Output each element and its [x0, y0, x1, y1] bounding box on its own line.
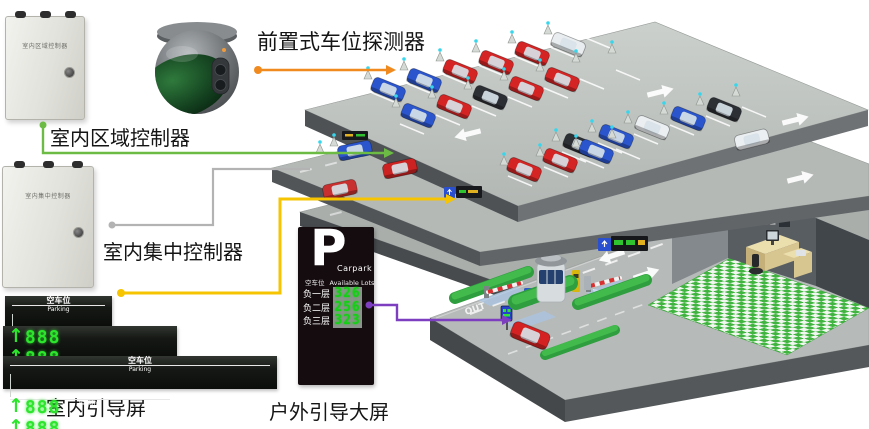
- label-area-controller: 室内区域控制器: [50, 126, 190, 150]
- vacancy-zone: 空车位 Parking: [10, 296, 107, 314]
- lock-icon: [73, 227, 84, 238]
- indoor-led-sign-large: 空车位 Parking ↑ 888 ↑ 888 ↑ 888 空车位 Parkin…: [3, 356, 277, 429]
- floor-row: 负二层 256: [303, 299, 362, 315]
- carpark-brand: Carpark: [337, 264, 373, 273]
- device-marking: 室内区域控制器: [22, 43, 68, 50]
- up-arrow-icon: ↑: [8, 325, 24, 347]
- up-arrow-icon: ↑: [8, 394, 24, 417]
- indoor-led-sign-medium: ↑ 888 ↑ 888 空车位 Parking: [3, 325, 177, 407]
- office-desk: [746, 230, 812, 278]
- count-group: ↑ 888: [8, 394, 272, 418]
- parking-detector-device: [155, 22, 239, 114]
- label-central-controller: 室内集中控制器: [103, 240, 243, 264]
- label-indoor-guidance-screen: 室内引导屏: [46, 396, 146, 420]
- led-digits: 888: [24, 396, 61, 418]
- floor-row: 负三层 323: [303, 313, 362, 328]
- hanging-guidance-signs: [444, 186, 648, 251]
- vacancy-zone: 空车位 Parking: [8, 356, 272, 374]
- vacancy-zone: 空车位 Parking: [8, 390, 172, 407]
- lock-icon: [64, 67, 75, 78]
- toll-booth: [508, 254, 578, 310]
- cable-gland: [40, 11, 51, 18]
- cable-gland: [43, 161, 54, 168]
- cable-gland: [72, 161, 83, 168]
- led-count: 323: [333, 313, 362, 328]
- detector-camera-icon: [214, 64, 227, 76]
- device-marking: 室内集中控制器: [25, 193, 71, 200]
- led-count: 256: [333, 299, 362, 315]
- led-count: 326: [333, 286, 362, 301]
- cable-gland: [15, 11, 26, 18]
- floor-count-rows: 负一层 326 负二层 256 负三层 323: [303, 287, 362, 328]
- cable-gland: [65, 11, 76, 18]
- count-group: ↑ 888: [8, 325, 172, 349]
- led-digits: 888: [24, 417, 61, 429]
- led-digits: 888: [24, 327, 61, 348]
- cable-gland: [14, 161, 25, 168]
- label-outdoor-guidance-screen: 户外引导大屏: [269, 400, 389, 424]
- indoor-central-controller-device: 室内集中控制器: [2, 161, 94, 288]
- checker-floor: [647, 257, 869, 356]
- divider: [10, 373, 11, 397]
- indoor-lane-sign: [444, 186, 482, 198]
- indoor-area-controller-device: 室内区域控制器: [5, 11, 85, 120]
- status-led-icon: [222, 48, 226, 52]
- indoor-led-sign-small: 空车位 Parking ↑ 888: [5, 296, 112, 355]
- label-front-detector: 前置式车位探测器: [257, 30, 425, 54]
- divider: [12, 313, 13, 335]
- floor-row: 负一层 326: [303, 286, 362, 301]
- parking-slot-lines: [369, 37, 767, 187]
- up-arrow-icon: ↑: [8, 415, 24, 429]
- office-chair: [749, 254, 763, 275]
- detector-sensor-icon: [214, 79, 227, 91]
- count-group: ↑ 888: [8, 415, 272, 429]
- indoor-big-sign: [598, 236, 648, 251]
